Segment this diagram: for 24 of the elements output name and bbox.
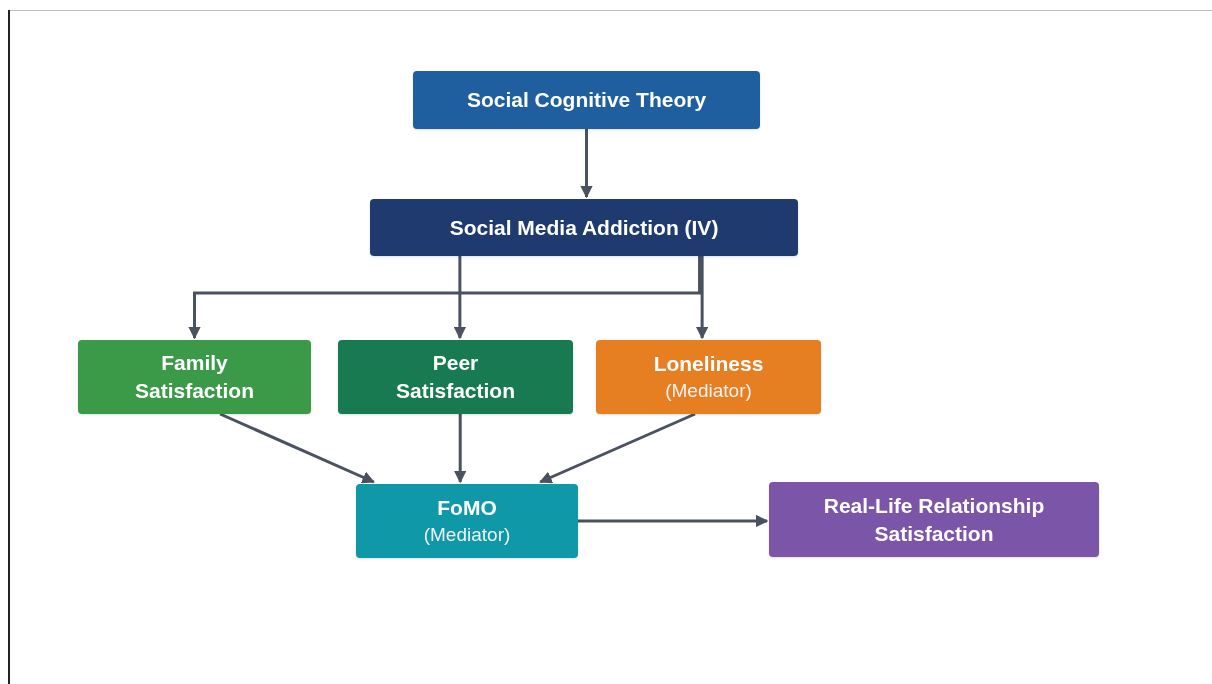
variable-box [370,199,798,256]
node-label: FoMO [436,495,498,521]
node-label: Social Media Addiction (IV) [448,214,720,241]
arrow [578,514,769,528]
variable-box [338,340,573,414]
role-label: (Mediator) [423,523,511,547]
node-label: Peer Satisfaction [395,350,516,404]
node-label: Family Satisfaction [134,350,255,404]
role-label: (Mediator) [665,379,752,403]
arrow [539,412,696,484]
node-label: Real-Life Relationship Satisfaction [822,492,1046,547]
theory-box [413,71,760,129]
outcome-box [769,482,1099,557]
mediator-box [596,340,821,414]
node-label: Social Cognitive Theory [465,87,708,113]
arrow [695,256,709,340]
variable-box [78,340,311,414]
mediator-box [356,484,578,558]
arrow [453,414,467,484]
node-label: Loneliness [652,351,765,377]
arrow [219,412,375,484]
arrow [580,129,593,199]
arrow [453,256,467,340]
arrow [188,256,702,340]
